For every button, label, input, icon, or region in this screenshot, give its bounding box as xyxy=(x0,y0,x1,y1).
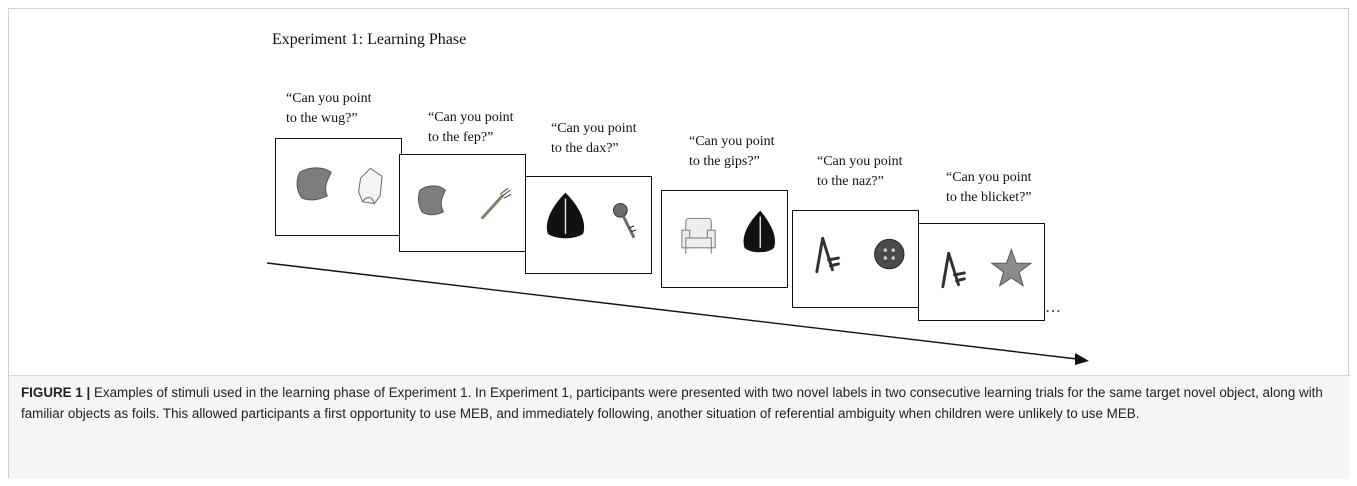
trial-prompt-gips: “Can you point to the gips?” xyxy=(689,134,775,169)
figure-illustration: Experiment 1: Learning Phase “Can you po… xyxy=(9,9,1350,375)
trial-prompt-wug: “Can you point to the wug?” xyxy=(286,91,372,126)
novel-gray-shape-icon xyxy=(296,167,332,201)
trial-card-blicket xyxy=(918,223,1045,321)
continuation-ellipsis: … xyxy=(1045,299,1061,316)
trial-card-fep xyxy=(399,154,526,252)
novel-gray-shape-icon xyxy=(418,185,446,216)
fork-icon xyxy=(481,187,512,220)
timeline-arrow xyxy=(266,262,1089,365)
trial-prompt-fep: “Can you point to the fep?” xyxy=(428,110,514,145)
figure-caption: FIGURE 1 | Examples of stimuli used in t… xyxy=(9,375,1350,479)
novel-dark-stick-icon xyxy=(941,251,966,289)
trial-card-gips xyxy=(661,190,788,288)
novel-black-cone-icon xyxy=(743,210,775,253)
button-icon xyxy=(874,238,905,270)
caption-label: FIGURE 1 | xyxy=(21,385,91,400)
caption-text-block: FIGURE 1 | Examples of stimuli used in t… xyxy=(21,382,1335,424)
trial-prompt-blicket: “Can you point to the blicket?” xyxy=(946,170,1032,205)
figure-title: Experiment 1: Learning Phase xyxy=(272,31,467,48)
paper-roll-icon xyxy=(358,167,383,205)
caption-body: Examples of stimuli used in the learning… xyxy=(21,385,1323,421)
armchair-icon xyxy=(681,217,716,254)
figure-frame: Experiment 1: Learning Phase “Can you po… xyxy=(8,8,1350,479)
trial-prompt-dax: “Can you point to the dax?” xyxy=(551,121,637,156)
trial-card-wug xyxy=(275,138,402,236)
novel-black-cone-icon xyxy=(546,192,585,239)
star-icon xyxy=(990,248,1033,287)
trial-prompt-naz: “Can you point to the naz?” xyxy=(817,154,903,189)
key-icon xyxy=(612,202,637,239)
novel-dark-stick-icon xyxy=(815,236,840,274)
trial-card-dax xyxy=(525,176,652,274)
trial-card-naz xyxy=(792,210,919,308)
